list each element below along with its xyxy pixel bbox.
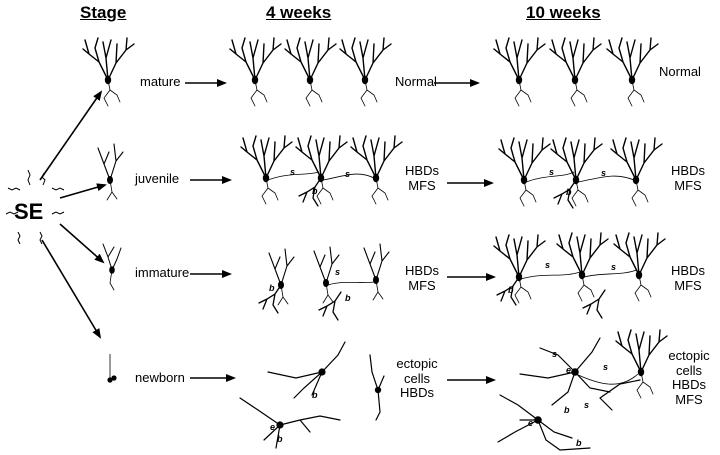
basal-dendrite bbox=[553, 179, 577, 209]
ectopic-soma bbox=[534, 416, 542, 424]
mossy-fiber-sprouting bbox=[327, 281, 375, 286]
letter-b: b bbox=[564, 405, 570, 415]
stage-label-immature: immature bbox=[135, 265, 190, 280]
neuron-10w-juvenile bbox=[610, 137, 663, 207]
se-label: SE bbox=[14, 199, 44, 224]
neuron-10w-mature bbox=[606, 37, 659, 107]
letter-s: s bbox=[290, 167, 295, 177]
neuron-10w-immature bbox=[556, 232, 609, 302]
outcome-line: HBDs bbox=[405, 263, 439, 278]
seizure-burst-icon bbox=[5, 169, 65, 245]
outcome-line: MFS bbox=[674, 277, 702, 293]
neuron-4w-mature bbox=[229, 37, 282, 107]
stage-neuron-newborn bbox=[107, 354, 117, 383]
stage-label-mature: mature bbox=[140, 74, 181, 89]
basal-dendrite bbox=[582, 289, 606, 319]
letter-s: s bbox=[552, 349, 557, 359]
stage-neuron-immature bbox=[102, 243, 122, 291]
mossy-fiber-sprouting bbox=[525, 171, 635, 183]
progression-arrows bbox=[185, 79, 496, 384]
neuron-4w-mature bbox=[284, 37, 337, 107]
header-stage: Stage bbox=[80, 3, 127, 22]
se-arrow-juvenile bbox=[59, 183, 107, 199]
stage-neuron-juvenile bbox=[97, 143, 124, 201]
neuron-10w-immature bbox=[613, 232, 666, 302]
neuron-soma bbox=[374, 386, 382, 394]
mossy-fiber-sprouting bbox=[520, 269, 638, 280]
letter-b: b bbox=[345, 293, 351, 303]
annotation-letters: s s b s s b b s b b s s b e b s e s s b … bbox=[269, 167, 616, 448]
ectopic-soma bbox=[318, 368, 326, 376]
letter-s: s bbox=[611, 262, 616, 272]
outcome-line: MFS bbox=[408, 277, 436, 293]
letter-b: b bbox=[269, 283, 275, 293]
outcome-line: MFS bbox=[674, 177, 702, 193]
se-arrows bbox=[39, 90, 107, 339]
letter-b: b bbox=[566, 187, 572, 197]
basal-dendrite bbox=[318, 291, 342, 321]
outcome-4w-newborn: ectopic cells HBDs bbox=[389, 356, 445, 401]
letter-b: b bbox=[277, 434, 283, 444]
letter-s: s bbox=[545, 260, 550, 270]
neuron-4w-mature bbox=[339, 37, 392, 107]
letter-e: e bbox=[528, 418, 533, 428]
neuron-10w-mature bbox=[493, 37, 546, 107]
outcome-line: HBDs bbox=[671, 263, 705, 278]
outcome-line: HBDs bbox=[400, 385, 434, 401]
letter-e: e bbox=[566, 365, 571, 375]
neuron-4w-immature bbox=[363, 243, 390, 301]
outcome-line: Normal bbox=[395, 74, 437, 89]
neuron-4w-juvenile bbox=[240, 135, 293, 205]
letter-s: s bbox=[601, 168, 606, 178]
outcome-10w-immature: HBDs MFS bbox=[666, 263, 710, 293]
stage-label-newborn: newborn bbox=[135, 370, 185, 385]
outcome-line: HBDs bbox=[405, 163, 439, 178]
letter-s: s bbox=[603, 362, 608, 372]
ectopic-cluster-4w bbox=[239, 341, 385, 449]
letter-s: s bbox=[335, 267, 340, 277]
outcome-4w-juvenile: HBDs MFS bbox=[400, 163, 444, 193]
se-arrow-mature bbox=[39, 90, 103, 181]
outcome-line: HBDs bbox=[671, 163, 705, 178]
header-4-weeks: 4 weeks bbox=[266, 3, 332, 22]
outcome-line: MFS bbox=[408, 177, 436, 193]
basal-dendrite bbox=[298, 177, 322, 207]
se-arrow-newborn bbox=[41, 239, 102, 339]
ectopic-soma bbox=[276, 421, 284, 429]
letter-e: e bbox=[270, 422, 275, 432]
neuron-10w-mature bbox=[549, 37, 602, 107]
letter-s: s bbox=[345, 169, 350, 179]
se-arrow-immature bbox=[59, 223, 105, 264]
outcome-4w-mature: Normal bbox=[392, 74, 440, 90]
outcome-line: Normal bbox=[659, 64, 701, 79]
neuron-10w-juvenile bbox=[498, 137, 551, 207]
mossy-fiber-sprouting bbox=[575, 373, 639, 385]
outcome-4w-immature: HBDs MFS bbox=[400, 263, 444, 293]
outcome-10w-mature: Normal bbox=[656, 64, 704, 80]
stage-label-juvenile: juvenile bbox=[135, 171, 180, 186]
outcome-line: cells bbox=[403, 370, 430, 386]
ectopic-soma bbox=[571, 368, 579, 376]
outcome-line: ectopic bbox=[668, 348, 710, 363]
neuron-10w-newborn bbox=[615, 329, 668, 399]
letter-b: b bbox=[508, 285, 514, 295]
header-10-weeks: 10 weeks bbox=[526, 3, 601, 22]
ectopic-cluster-10w bbox=[497, 337, 641, 451]
letter-b: b bbox=[312, 186, 318, 196]
outcome-line: HBDs bbox=[672, 377, 706, 393]
outcome-10w-juvenile: HBDs MFS bbox=[666, 163, 710, 193]
mossy-fiber-sprouting bbox=[267, 171, 375, 181]
outcome-line: MFS bbox=[675, 391, 703, 407]
neuron-4w-juvenile bbox=[350, 135, 403, 205]
neuron-4w-immature bbox=[268, 248, 295, 306]
outcome-10w-newborn: ectopic cells HBDs MFS bbox=[664, 348, 714, 407]
outcome-line: cells bbox=[675, 362, 702, 378]
stage-neuron-mature bbox=[82, 37, 135, 107]
letter-b: b bbox=[576, 438, 582, 448]
letter-s: s bbox=[549, 167, 554, 177]
letter-b: b bbox=[312, 390, 318, 400]
outcome-line: ectopic bbox=[396, 356, 438, 371]
letter-s: s bbox=[584, 400, 589, 410]
